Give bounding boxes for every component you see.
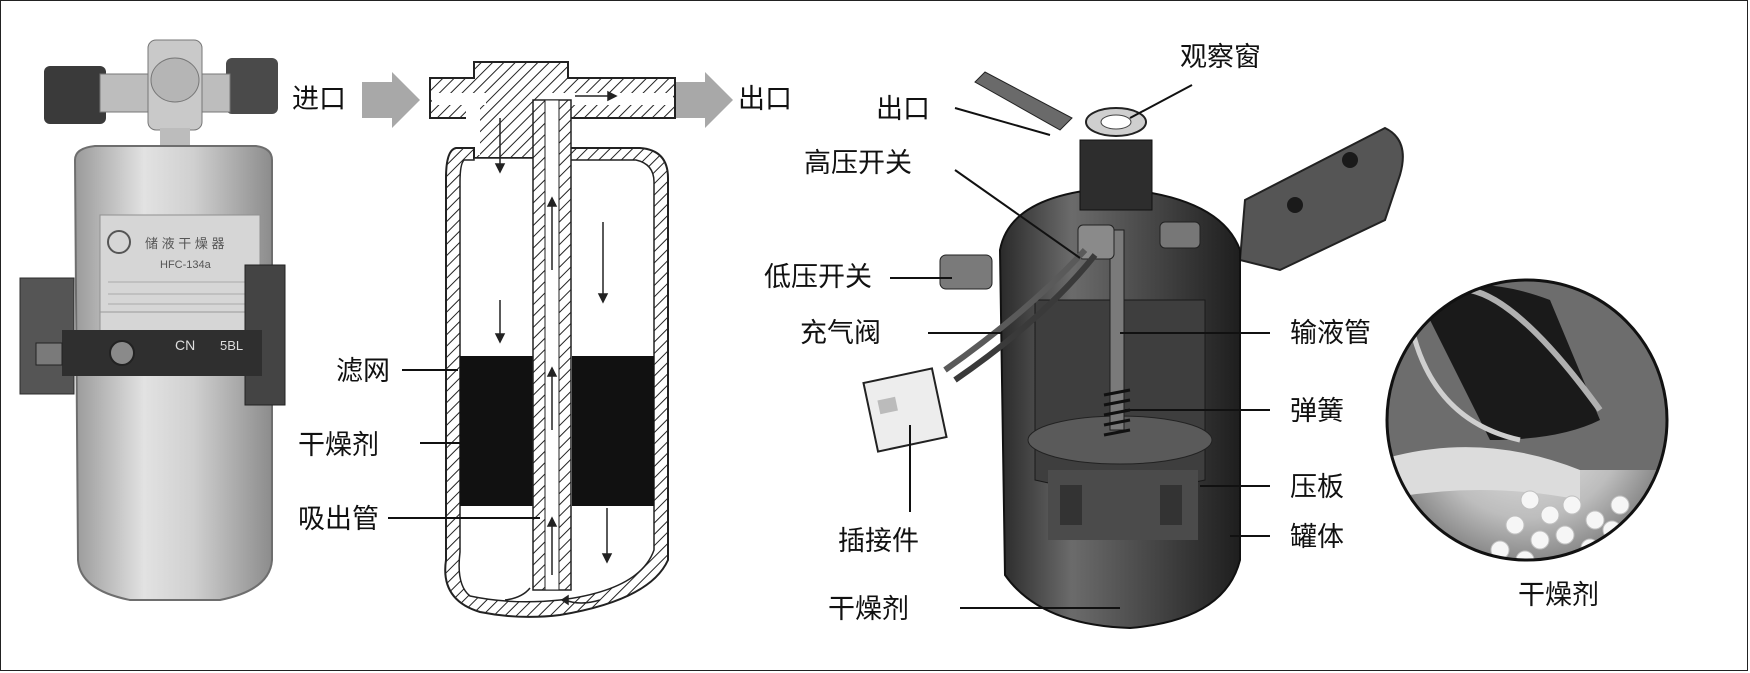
cross-section-schematic [362,62,733,617]
label-connector: 插接件 [838,526,919,558]
label-low-pressure-switch: 低压开关 [764,262,872,294]
plate-line4: 5BL [220,338,243,353]
label-pressure-plate: 压板 [1290,472,1344,504]
label-high-pressure-switch: 高压开关 [804,148,912,180]
plate-line2: HFC-134a [160,259,212,271]
label-liquid-tube: 输液管 [1290,318,1371,350]
label-desiccant-magnified: 干燥剂 [1518,580,1599,612]
label-desiccant-bottom: 干燥剂 [828,594,909,626]
desiccant-magnifier [1380,280,1667,569]
label-filter: 滤网 [336,356,390,388]
label-pickup-tube: 吸出管 [298,504,379,536]
receiver-drier-photo: 储 液 干 燥 器 HFC-134a CN 5BL [20,40,285,600]
label-spring: 弹簧 [1290,396,1344,428]
plate-line3: CN [175,337,195,353]
label-charge-valve: 充气阀 [800,318,881,350]
label-outlet-right: 出口 [876,94,930,126]
label-inlet: 进口 [292,84,346,116]
label-outlet-left: 出口 [738,84,792,116]
label-sight-glass: 观察窗 [1180,42,1261,74]
label-desiccant-left: 干燥剂 [298,430,379,462]
label-tank-body: 罐体 [1290,522,1344,554]
plate-line1: 储 液 干 燥 器 [145,236,224,251]
